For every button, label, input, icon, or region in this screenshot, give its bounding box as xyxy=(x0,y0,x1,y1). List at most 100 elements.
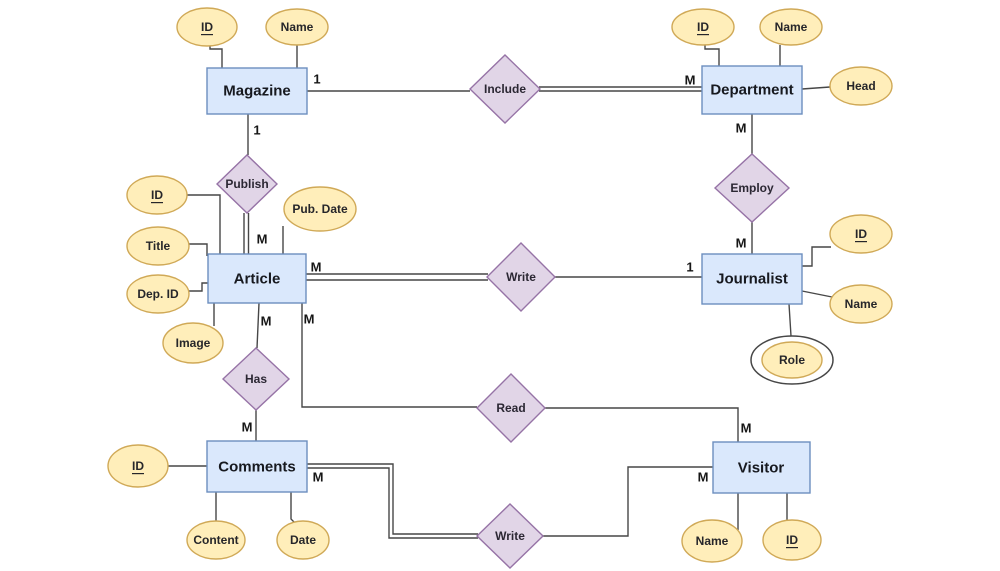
attribute-comments-id[interactable]: ID xyxy=(107,444,169,488)
entity-magazine-box[interactable] xyxy=(206,67,308,115)
attribute-comments-date-ellipse[interactable] xyxy=(276,520,330,560)
entity-journalist-box[interactable] xyxy=(701,253,803,305)
relationship-employ-diamond[interactable] xyxy=(713,153,791,223)
attribute-magazine-id-ellipse[interactable] xyxy=(176,7,238,47)
attribute-department-id-ellipse[interactable] xyxy=(671,8,735,46)
edge-department-id xyxy=(704,45,720,66)
edge-article-has xyxy=(256,302,260,349)
attribute-article-id[interactable]: ID xyxy=(126,175,188,215)
attribute-comments-content-ellipse[interactable] xyxy=(186,520,246,560)
entity-department-label: Department xyxy=(710,82,793,99)
relationship-has-diamond[interactable] xyxy=(221,347,291,411)
attribute-article-depid[interactable]: Dep. ID xyxy=(126,274,190,314)
attribute-visitor-name-label: Name xyxy=(696,534,729,548)
cardinality-labels: 1 M 1 M M M M 1 M M M M M M xyxy=(242,72,752,485)
edge-comments-date xyxy=(290,492,295,523)
attribute-magazine-name[interactable]: Name xyxy=(265,8,329,46)
entity-visitor-box[interactable] xyxy=(712,441,811,494)
attribute-magazine-id[interactable]: ID xyxy=(176,7,238,47)
entity-journalist[interactable]: Journalist xyxy=(701,253,803,305)
cardinality-article-write: M xyxy=(311,260,322,275)
entity-comments[interactable]: Comments xyxy=(206,440,308,493)
attribute-magazine-name-ellipse[interactable] xyxy=(265,8,329,46)
attribute-department-head[interactable]: Head xyxy=(829,66,893,106)
attribute-visitor-id-ellipse[interactable] xyxy=(762,519,822,561)
edge-read-visitor xyxy=(545,407,739,442)
cardinality-has-comments: M xyxy=(242,420,253,435)
edge-article-read xyxy=(301,303,477,408)
cardinality-magazine-publish: 1 xyxy=(253,123,260,138)
attribute-journalist-id[interactable]: ID xyxy=(829,214,893,254)
attribute-article-depid-label: Dep. ID xyxy=(137,287,179,301)
attribute-visitor-name[interactable]: Name xyxy=(681,519,743,563)
edge-article-title xyxy=(189,243,208,256)
attribute-article-pubdate[interactable]: Pub. Date xyxy=(283,186,357,232)
relationship-write-article-diamond[interactable] xyxy=(486,242,556,312)
attribute-article-title[interactable]: Title xyxy=(126,226,190,266)
attribute-article-title-label: Title xyxy=(146,239,171,253)
edge-department-head xyxy=(801,86,831,90)
edge-comments-write-inner xyxy=(307,467,478,539)
relationship-read-diamond[interactable] xyxy=(476,373,546,443)
relationship-write-comment-diamond[interactable] xyxy=(475,503,545,569)
entity-article[interactable]: Article xyxy=(207,253,307,304)
relationship-write-article-label: Write xyxy=(506,270,536,284)
attribute-department-name-ellipse[interactable] xyxy=(759,8,823,46)
attribute-journalist-id-ellipse[interactable] xyxy=(829,214,893,254)
attribute-journalist-role-inner-ellipse[interactable] xyxy=(761,341,823,379)
attribute-article-pubdate-ellipse[interactable] xyxy=(283,186,357,232)
entity-magazine[interactable]: Magazine xyxy=(206,67,308,115)
attribute-comments-content[interactable]: Content xyxy=(186,520,246,560)
attribute-article-id-ellipse[interactable] xyxy=(126,175,188,215)
cardinality-department-employ: M xyxy=(736,121,747,136)
relationship-has-label: Has xyxy=(245,372,267,386)
attribute-comments-id-ellipse[interactable] xyxy=(107,444,169,488)
attribute-journalist-role[interactable]: Role xyxy=(750,335,834,385)
attribute-article-title-ellipse[interactable] xyxy=(126,226,190,266)
attribute-visitor-id[interactable]: ID xyxy=(762,519,822,561)
relationship-read[interactable]: Read xyxy=(476,373,546,443)
relationship-employ-label: Employ xyxy=(730,181,774,195)
relationship-write-article[interactable]: Write xyxy=(486,242,556,312)
attribute-journalist-id-label: ID xyxy=(855,227,867,241)
relationship-has[interactable]: Has xyxy=(221,347,291,411)
attribute-journalist-name-label: Name xyxy=(845,297,878,311)
attribute-department-id-label: ID xyxy=(697,20,709,34)
attribute-journalist-role-label: Role xyxy=(779,353,805,367)
attribute-comments-content-label: Content xyxy=(193,533,238,547)
cardinality-read-visitor: M xyxy=(741,421,752,436)
attribute-magazine-id-label: ID xyxy=(201,20,213,34)
attribute-article-depid-ellipse[interactable] xyxy=(126,274,190,314)
entity-department[interactable]: Department xyxy=(701,65,803,115)
attribute-journalist-name[interactable]: Name xyxy=(829,284,893,324)
entity-visitor[interactable]: Visitor xyxy=(712,441,811,494)
relationship-include[interactable]: Include xyxy=(468,54,542,124)
attribute-article-image-ellipse[interactable] xyxy=(162,322,224,364)
attribute-article-image[interactable]: Image xyxy=(162,322,224,364)
entity-magazine-label: Magazine xyxy=(223,83,291,100)
relationship-employ[interactable]: Employ xyxy=(713,153,791,223)
attribute-department-name[interactable]: Name xyxy=(759,8,823,46)
attribute-article-pubdate-label: Pub. Date xyxy=(292,202,348,216)
attribute-comments-date[interactable]: Date xyxy=(276,520,330,560)
relationship-read-label: Read xyxy=(496,401,525,415)
attribute-department-head-ellipse[interactable] xyxy=(829,66,893,106)
relationship-publish-diamond[interactable] xyxy=(215,154,279,214)
connector-lines xyxy=(168,45,833,539)
entity-department-box[interactable] xyxy=(701,65,803,115)
relationship-publish-label: Publish xyxy=(225,177,268,191)
cardinality-comments-write: M xyxy=(313,470,324,485)
attribute-visitor-name-ellipse[interactable] xyxy=(681,519,743,563)
relationship-include-diamond[interactable] xyxy=(468,54,542,124)
edge-article-depid xyxy=(189,282,208,292)
cardinality-article-has: M xyxy=(261,314,272,329)
entity-comments-box[interactable] xyxy=(206,440,308,493)
attribute-department-id[interactable]: ID xyxy=(671,8,735,46)
attribute-journalist-name-ellipse[interactable] xyxy=(829,284,893,324)
relationship-write-comment[interactable]: Write xyxy=(475,503,545,569)
entity-article-box[interactable] xyxy=(207,253,307,304)
relationship-publish[interactable]: Publish xyxy=(215,154,279,214)
attribute-article-id-label: ID xyxy=(151,188,163,202)
